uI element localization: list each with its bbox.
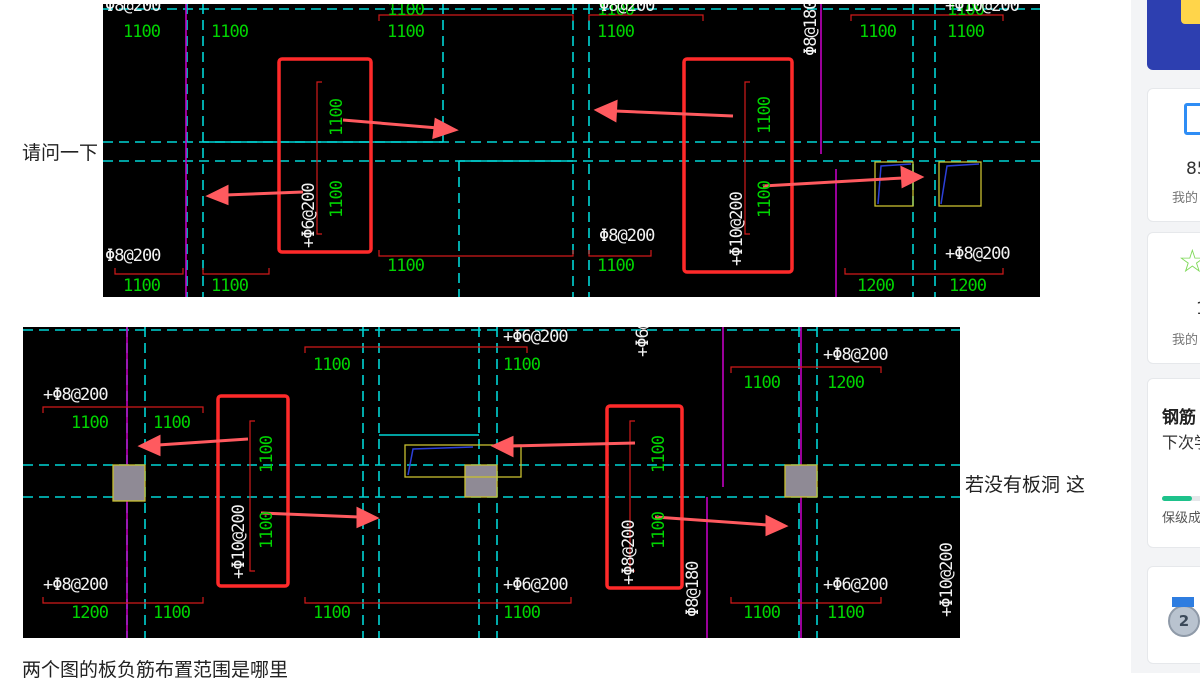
bot-dimension-label: 1100 (313, 603, 351, 623)
bot-rebar-label: +Φ8@200 (43, 385, 109, 405)
course-card[interactable]: 钢筋 下次学 保级成 (1147, 378, 1200, 548)
top-dimension-label: 1100 (597, 4, 635, 20)
top-rebar-label: Φ8@200 (105, 4, 161, 16)
top-dimension-label: 1100 (387, 4, 425, 20)
top-dimension-label: 1100 (123, 22, 161, 42)
banner-badge-icon (1181, 0, 1200, 24)
top-boxed-dimension: 1100 (755, 97, 775, 134)
bot-dimension-label: 1100 (743, 603, 781, 623)
bot-rebar-label: +Φ6@200 (503, 327, 569, 347)
question-prefix: 请问一下 (22, 142, 99, 164)
bot-dimension-label: 1100 (503, 603, 541, 623)
top-rebar-label: +Φ10@200 (945, 4, 1020, 16)
progress-label: 保级成 (1162, 511, 1200, 526)
top-dimension-label: 1200 (949, 276, 987, 296)
top-dimension-label: 1100 (211, 22, 249, 42)
stat-card-2[interactable]: ☆ 1 我的 (1147, 232, 1200, 364)
top-rebar-label: Φ8@200 (105, 246, 161, 266)
bot-dimension-label: 1100 (153, 413, 191, 433)
top-dimension-label: 1100 (597, 22, 635, 42)
bot-dimension-label: 1100 (743, 373, 781, 393)
question-bottom: 两个图的板负筋布置范围是哪里 (22, 659, 289, 681)
bot-dimension-label: 1200 (827, 373, 865, 393)
top-rebar-label: Φ8@180 (801, 4, 821, 56)
top-rebar-label: Φ8@200 (599, 4, 655, 16)
bot-rebar-label: Φ8@180 (683, 561, 703, 617)
cad-top-svg (103, 4, 1040, 297)
bot-rebar-label: +Φ10@200 (229, 505, 249, 579)
bot-boxed-dimension: 1100 (649, 436, 669, 473)
cad-bottom-svg (23, 327, 960, 638)
bot-rebar-label: +Φ6@200 (503, 575, 569, 595)
bot-dimension-label: 1100 (503, 355, 541, 375)
top-rebar-label: +Φ10@200 (727, 192, 747, 266)
top-boxed-dimension: 1100 (327, 181, 347, 218)
stat-card-1[interactable]: 85 我的 (1147, 88, 1200, 222)
bot-dimension-label: 1100 (153, 603, 191, 623)
bot-rebar-label: +Φ8@200 (619, 520, 639, 585)
bot-boxed-dimension: 1100 (257, 436, 277, 473)
top-boxed-dimension: 1100 (327, 99, 347, 136)
bot-boxed-dimension: 1100 (257, 512, 277, 549)
bot-rebar-label: +Φ10@200 (937, 543, 957, 617)
document-icon (1184, 103, 1200, 135)
hole-note: 若没有板洞 这 (965, 474, 1086, 496)
top-rebar-label: +Φ6@200 (299, 183, 319, 248)
cad-drawing-top[interactable]: 1100 1100 1100 1100 1100 1100 1100 1100 1100 1100… (103, 4, 1040, 297)
promo-banner[interactable] (1147, 0, 1200, 70)
top-dimension-label: 1100 (859, 22, 897, 42)
bot-dimension-label: 1100 (827, 603, 865, 623)
right-sidebar: 85 我的 ☆ 1 我的 钢筋 下次学 保级成 2 (1131, 0, 1200, 673)
cad-drawing-bottom[interactable]: 1100 1100 1100 1100 1100 1200 1200 1100 1100 1100… (23, 327, 960, 638)
bot-dimension-label: 1100 (71, 413, 109, 433)
top-boxed-dimension: 1100 (755, 181, 775, 218)
bot-rebar-label: +Φ8@200 (823, 345, 889, 365)
bot-rebar-label: +Φ8@200 (43, 575, 109, 595)
stat-1-label: 我的 (1172, 191, 1199, 206)
top-rebar-label: Φ8@200 (599, 226, 655, 246)
star-icon: ☆ (1178, 245, 1200, 277)
top-dimension-label: 1200 (857, 276, 895, 296)
top-dimension-label: 1100 (387, 256, 425, 276)
stat-2-number: 1 (1196, 299, 1200, 319)
stat-1-number: 85 (1186, 159, 1200, 179)
medal-card[interactable]: 2 (1147, 566, 1200, 664)
bot-rebar-label: +Φ6@200 (823, 575, 889, 595)
progress-track (1162, 496, 1200, 501)
bot-rebar-label: +Φ6@200 (633, 327, 653, 357)
top-dimension-label: 1100 (947, 22, 985, 42)
top-dimension-label: 1100 (597, 256, 635, 276)
course-subtitle: 下次学 (1162, 433, 1200, 452)
top-dimension-label: 1100 (211, 276, 249, 296)
bot-boxed-dimension: 1100 (649, 512, 669, 549)
top-dimension-label: 1100 (947, 4, 985, 20)
course-title: 钢筋 (1162, 408, 1196, 428)
top-dimension-label: 1100 (387, 22, 425, 42)
stat-2-label: 我的 (1172, 333, 1199, 348)
top-rebar-label: +Φ8@200 (945, 244, 1011, 264)
bot-dimension-label: 1200 (71, 603, 109, 623)
top-dimension-label: 1100 (123, 276, 161, 296)
bot-dimension-label: 1100 (313, 355, 351, 375)
progress-fill (1162, 496, 1192, 501)
medal-icon: 2 (1168, 605, 1200, 637)
medal-ribbon-icon (1172, 597, 1194, 607)
